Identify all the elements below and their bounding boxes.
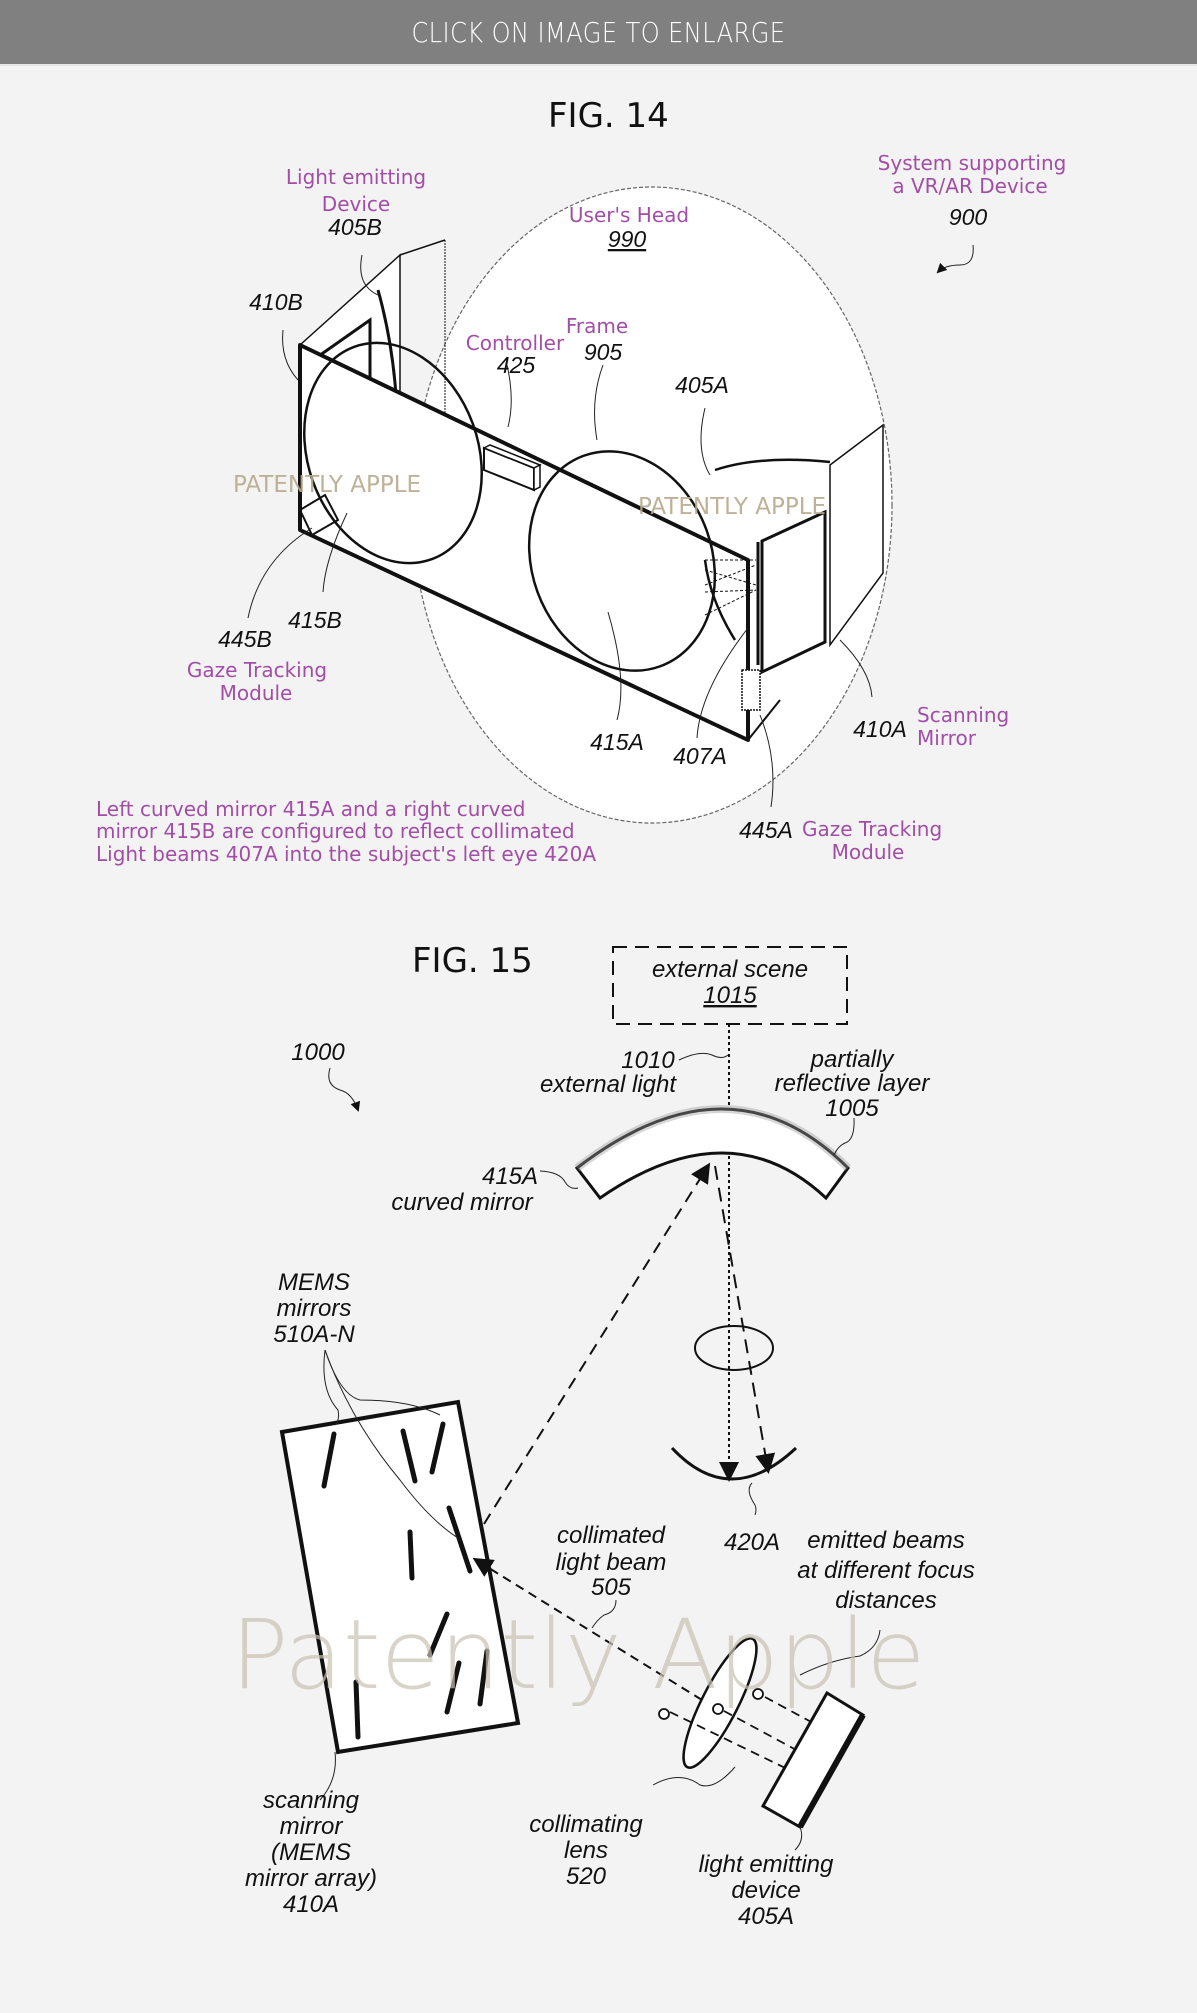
collimating-lens-520-shape bbox=[682, 1637, 758, 1769]
mems-label-1: MEMS bbox=[278, 1269, 350, 1296]
system-label-1: System supporting bbox=[878, 151, 1067, 175]
light-emitting-405a-number: 405A bbox=[738, 1903, 794, 1930]
scanning-mirror-410b-number: 410B bbox=[249, 289, 303, 315]
emitted-beams-label-1: emitted beams bbox=[807, 1527, 964, 1554]
users-head-number: 990 bbox=[608, 226, 647, 252]
scanning-mirror-label-4: mirror array) bbox=[245, 1865, 377, 1892]
frame-905-number: 905 bbox=[584, 339, 623, 365]
external-scene-number: 1015 bbox=[703, 982, 757, 1009]
fig14-title: FIG. 14 bbox=[548, 96, 669, 136]
gaze-module-445a-number: 445A bbox=[739, 817, 793, 843]
light-emitting-label-1: light emitting bbox=[699, 1851, 834, 1878]
gaze-module-445b-number: 445B bbox=[218, 626, 272, 652]
collimating-lens-520-number: 520 bbox=[566, 1863, 607, 1890]
partial-layer-1005-number: 1005 bbox=[825, 1095, 879, 1122]
watermark-big: Patently Apple bbox=[231, 1599, 926, 1711]
partial-layer-label-2: reflective layer bbox=[775, 1070, 931, 1097]
caption-line-1: Left curved mirror 415A and a right curv… bbox=[96, 797, 525, 821]
figure-15: FIG. 15 external scene 1015 bbox=[231, 941, 975, 1930]
watermark-left: PATENTLY APPLE bbox=[233, 472, 421, 498]
curved-mirror-415a-number: 415A bbox=[590, 729, 644, 755]
external-light-label: external light bbox=[540, 1071, 677, 1098]
light-emitting-device-label-2: Device bbox=[322, 192, 390, 216]
light-emitting-405a-number: 405A bbox=[675, 372, 729, 398]
light-emitting-label-2: device bbox=[731, 1877, 800, 1904]
frame-label: Frame bbox=[566, 314, 628, 338]
curved-mirror-415b-number: 415B bbox=[288, 607, 342, 633]
system-900-number: 900 bbox=[949, 204, 988, 230]
curved-mirror-415a-shape bbox=[574, 1107, 850, 1201]
gaze-module-b-label-2: Module bbox=[220, 681, 293, 705]
scanning-mirror-410a-number: 410A bbox=[283, 1891, 339, 1918]
figure-14: FIG. 14 bbox=[96, 96, 1066, 866]
controller-label: Controller bbox=[466, 331, 565, 355]
mems-510a-n-number: 510A-N bbox=[273, 1321, 355, 1348]
enlarge-banner-label: CLICK ON IMAGE TO ENLARGE bbox=[411, 15, 786, 49]
collimating-lens-label-1: collimating bbox=[529, 1811, 643, 1838]
partial-layer-label-1: partially bbox=[810, 1046, 896, 1073]
scanning-mirror-label-3: (MEMS bbox=[271, 1839, 351, 1866]
emitted-beams-label-2: at different focus bbox=[797, 1557, 974, 1584]
mems-mirrors-510a-n bbox=[321, 1421, 490, 1740]
enlarge-banner[interactable]: CLICK ON IMAGE TO ENLARGE bbox=[0, 0, 1197, 66]
caption-line-2: mirror 415B are configured to reflect co… bbox=[96, 819, 575, 843]
emitted-beams bbox=[658, 1688, 816, 1781]
gaze-module-b-label-1: Gaze Tracking bbox=[187, 658, 327, 682]
eye-420a-number: 420A bbox=[724, 1529, 780, 1556]
light-beams-407a-number: 407A bbox=[673, 743, 727, 769]
eye-lens bbox=[694, 1325, 774, 1371]
scanning-mirror-label-1: scanning bbox=[263, 1787, 360, 1814]
light-emitting-device-405b-number: 405B bbox=[328, 214, 382, 240]
eye-420a bbox=[670, 1446, 798, 1481]
gaze-module-a-label-2: Module bbox=[832, 840, 905, 864]
external-scene-label: external scene bbox=[652, 956, 808, 983]
system-label-2: a VR/AR Device bbox=[892, 174, 1047, 198]
curved-mirror-415b-shape bbox=[303, 341, 483, 565]
users-head-label: User's Head bbox=[569, 203, 689, 227]
users-head-outline bbox=[411, 186, 893, 824]
scanning-mirror-label-2: Mirror bbox=[917, 726, 977, 750]
gaze-module-445b-shape bbox=[298, 493, 340, 537]
controller-425-number: 425 bbox=[497, 352, 536, 378]
fig15-title: FIG. 15 bbox=[412, 941, 533, 981]
scanning-mirror-410a-number: 410A bbox=[853, 716, 907, 742]
collimating-lens-label-2: lens bbox=[564, 1837, 608, 1864]
curved-mirror-label: curved mirror bbox=[391, 1189, 533, 1216]
curved-mirror-415a-shape bbox=[527, 450, 717, 672]
curved-mirror-415a-number: 415A bbox=[482, 1163, 538, 1190]
reflected-beam bbox=[483, 1162, 711, 1525]
right-module-410a bbox=[703, 423, 884, 741]
system-1000-number: 1000 bbox=[291, 1039, 345, 1066]
collimated-beam-label-2: light beam bbox=[556, 1549, 667, 1576]
mems-label-2: mirrors bbox=[277, 1295, 352, 1322]
watermark-right: PATENTLY APPLE bbox=[638, 494, 826, 520]
reflected-beam-to-eye bbox=[714, 1165, 776, 1474]
fig15-leader-lines bbox=[319, 1052, 881, 1851]
gaze-module-a-label-1: Gaze Tracking bbox=[802, 817, 942, 841]
emitted-beams-label-3: distances bbox=[835, 1587, 936, 1614]
external-light-1010-number: 1010 bbox=[621, 1047, 675, 1074]
scanning-mirror-label-2: mirror bbox=[280, 1813, 344, 1840]
scanning-mirror-label-1: Scanning bbox=[917, 703, 1009, 727]
fig14-leader-lines bbox=[247, 244, 974, 808]
light-emitting-device-label-1: Light emitting bbox=[286, 165, 426, 189]
collimated-beam-505-number: 505 bbox=[591, 1574, 632, 1601]
collimated-beam-label-1: collimated bbox=[557, 1522, 666, 1549]
caption-line-3: Light beams 407A into the subject's left… bbox=[96, 842, 596, 866]
controller-425-shape bbox=[482, 444, 542, 492]
